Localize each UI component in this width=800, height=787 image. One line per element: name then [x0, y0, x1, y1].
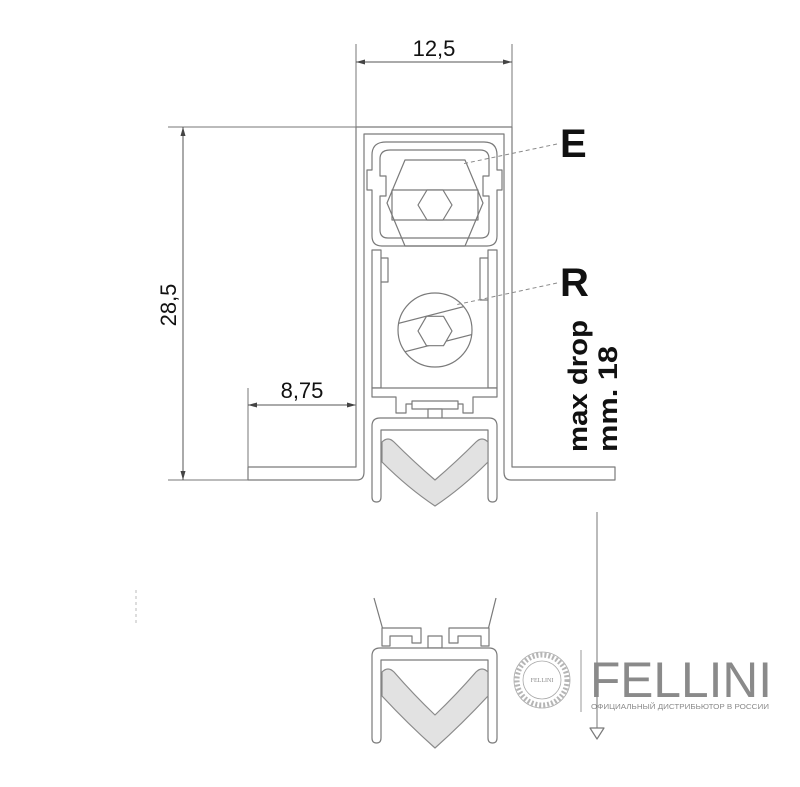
logo-seal-inner-ring: [522, 660, 562, 700]
seal-assembly: [371, 417, 498, 507]
dimension-width: 12,5: [355, 36, 513, 127]
max-drop-value: mm. 18: [593, 346, 623, 452]
carrier-lower: [371, 249, 498, 420]
label-r: R: [560, 261, 589, 305]
carrier-upper: [366, 141, 503, 247]
logo-subtitle: ОФИЦИАЛЬНЫЙ ДИСТРИБЬЮТОР В РОССИИ: [591, 702, 769, 711]
housing-profile: [247, 126, 616, 481]
adjuster-nut-e: [386, 159, 484, 247]
dimension-height: 28,5: [156, 126, 356, 481]
detail-clip-right: [448, 627, 490, 647]
carrier-wall-right: [487, 249, 498, 389]
seal-detail-dropped: [371, 597, 498, 749]
logo-seal-outer-ring: [513, 651, 571, 709]
detail-holder-stem: [427, 635, 443, 649]
release-band-edge-top: [398, 303, 472, 325]
carrier-stub-left: [381, 257, 389, 283]
seal-holder: [371, 417, 498, 503]
drop-arrow-icon: [589, 727, 605, 740]
logo-seal-text: FELLINI: [531, 678, 554, 684]
detail-rubber-seal: [381, 668, 489, 749]
max-drop-label: max drop: [563, 320, 593, 452]
holder-t-head: [411, 400, 459, 410]
rubber-seal: [381, 438, 489, 507]
leader-line-e: [461, 143, 558, 165]
detail-carrier-line-left: [373, 597, 384, 631]
carrier-upper-inner: [379, 149, 490, 239]
dimension-flange: 8,75: [247, 378, 356, 467]
carrier-stub-right: [479, 257, 488, 301]
dimension-flange-value: 8,75: [281, 378, 324, 403]
logo-wordmark: FELLINI: [590, 652, 772, 708]
fellini-logo: FELLINI FELLINI ОФИЦИАЛЬНЫЙ ДИСТРИБЬЮТОР…: [513, 650, 772, 712]
detail-clip-left: [381, 627, 422, 647]
logo-seal-ornament: [514, 652, 570, 708]
hex-bolt-e: [417, 189, 453, 221]
hex-bolt-r: [417, 315, 453, 347]
label-e: E: [560, 122, 587, 166]
detail-seal-holder: [371, 647, 498, 744]
leader-line-r: [454, 282, 558, 306]
carrier-wall-left: [371, 249, 382, 389]
dimension-height-value: 28,5: [156, 284, 181, 327]
dimension-width-value: 12,5: [413, 36, 456, 61]
logo-seal-icon: FELLINI: [513, 651, 571, 709]
detail-carrier-line-right: [487, 597, 497, 631]
